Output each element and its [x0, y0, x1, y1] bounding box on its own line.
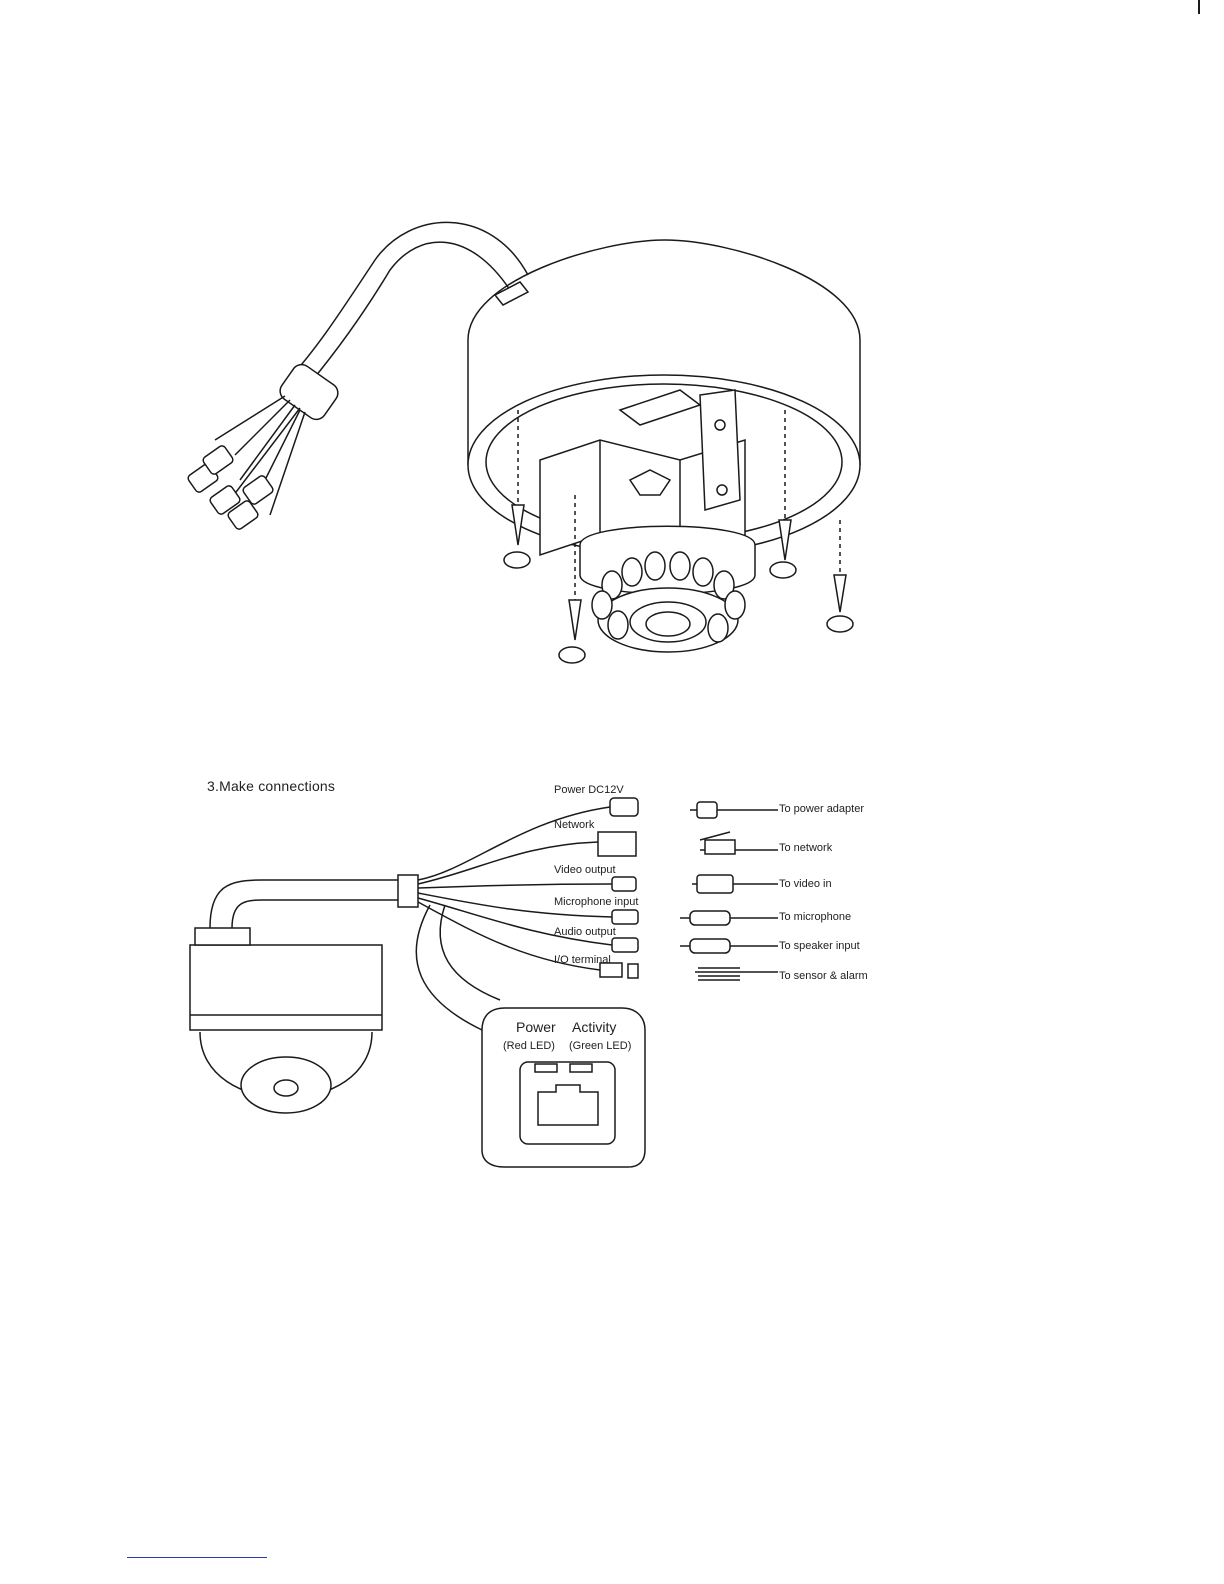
dest-power: To power adapter [779, 803, 864, 815]
footnote-rule [127, 1557, 267, 1558]
connections-diagram [0, 700, 1224, 1200]
cable-label-power: Power DC12V [554, 784, 624, 796]
dest-speaker: To speaker input [779, 940, 860, 952]
cable-label-video: Video output [554, 864, 616, 876]
led-activity-color: (Green LED) [569, 1040, 631, 1052]
section-title: 3.Make connections [207, 778, 335, 794]
led-activity-label: Activity [572, 1019, 616, 1035]
cable-label-io: I/O terminal [554, 954, 611, 966]
led-power-label: Power [516, 1019, 556, 1035]
cable-label-audio: Audio output [554, 926, 616, 938]
dest-microphone: To microphone [779, 911, 851, 923]
dest-network: To network [779, 842, 832, 854]
led-panel [482, 1008, 645, 1167]
mounting-diagram [0, 0, 1224, 700]
cable-wires [416, 807, 612, 1030]
led-power-color: (Red LED) [503, 1040, 555, 1052]
cable-label-network: Network [554, 819, 594, 831]
cable-label-microphone: Microphone input [554, 896, 638, 908]
side-view-camera [190, 875, 418, 1113]
cable-connectors [598, 798, 638, 978]
destination-connectors [680, 802, 778, 980]
dest-video: To video in [779, 878, 832, 890]
dest-sensor: To sensor & alarm [779, 970, 868, 982]
